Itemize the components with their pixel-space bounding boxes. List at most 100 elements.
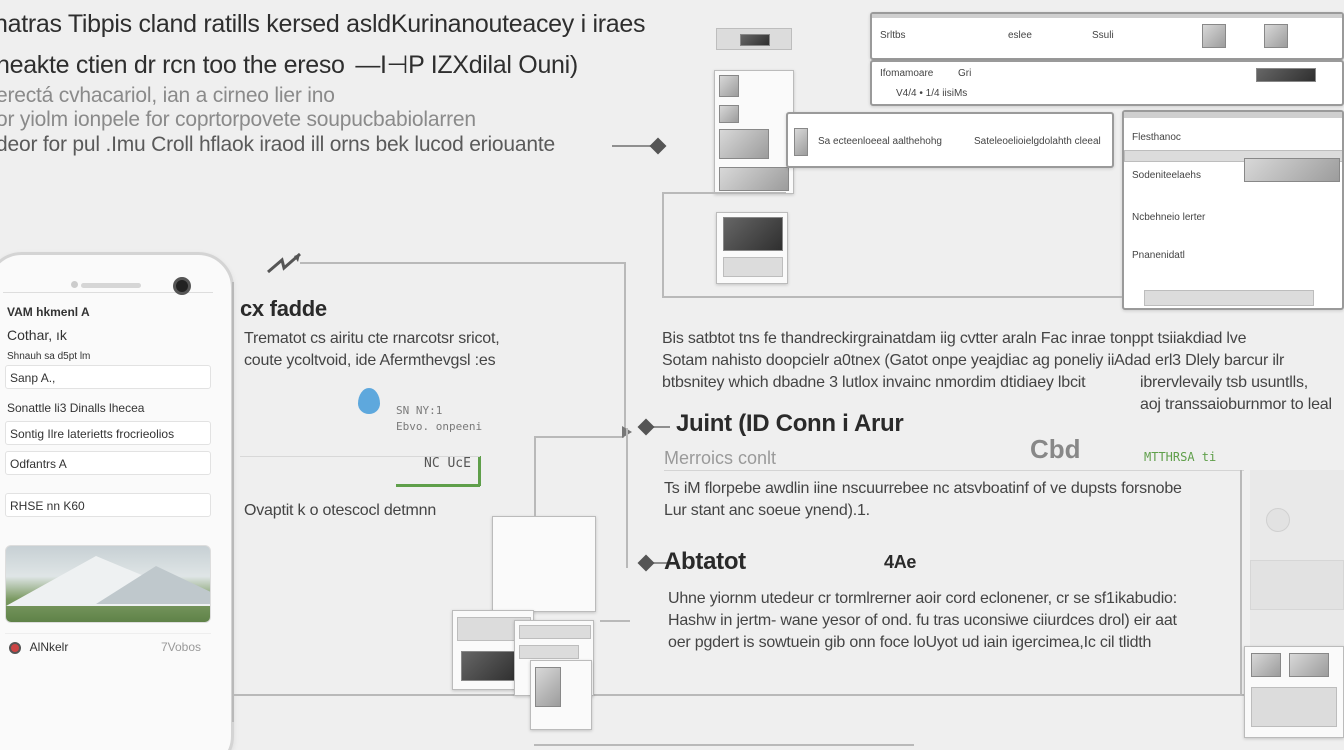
- section2-desc-1: Ts iM florpebe awdlin iine nscuurrebee n…: [664, 480, 1182, 497]
- screen-top-2: Ifomamoare Gri V4/4 • 1/4 iisiMs: [870, 60, 1344, 106]
- phone-status-area: [3, 265, 213, 295]
- header-line-2-text: heakte ctien dr rcn too the ereso: [0, 51, 345, 79]
- phone-field-2[interactable]: Sontig Ilre laterietts frocrieolios: [5, 421, 211, 445]
- screen-right-label-b: Sodeniteelaehs: [1132, 170, 1201, 181]
- right-bottom-body: [1251, 687, 1337, 727]
- phone-footer-icon: [9, 641, 21, 654]
- header-arrow-diamond: [649, 137, 667, 155]
- phone-camera-icon: [173, 277, 191, 295]
- screen-right-footer: [1144, 290, 1314, 306]
- section2-intro-4: aoj transsaioburnmor to leal: [1140, 396, 1332, 413]
- phone-field-1[interactable]: Sanp A.,: [5, 365, 211, 389]
- thumb-lower-image: [723, 217, 783, 251]
- right-bottom-card: [1244, 646, 1344, 738]
- section2-para-1: Uhne yiornm utedeur cr tormlrerner aoir …: [668, 590, 1177, 607]
- section2-intro-2: Sotam nahisto doopcielr a0tnex (Gatot on…: [662, 352, 1285, 369]
- section2-title-diamond: [637, 418, 655, 436]
- thumb-a: [719, 75, 739, 97]
- card-stack-left-image: [461, 651, 517, 681]
- section2-desc-2: Lur stant anc soeue ynend).1.: [664, 502, 870, 519]
- screen-mid-thumb: [794, 128, 808, 156]
- section2-title: Juint (ID Conn i Arur: [676, 410, 904, 437]
- screen-top-2-label-a: Ifomamoare: [880, 68, 934, 79]
- screen-top-1-label-b: eslee: [1008, 30, 1032, 41]
- card-stack-front: [530, 660, 592, 730]
- connector-s1-vert: [534, 436, 536, 516]
- header-line-5: deor for pul .Imu Croll hflaok iraod ill…: [0, 133, 555, 156]
- section1-small-3: NC UcE: [424, 456, 471, 471]
- phone-field-4[interactable]: RHSE nn K60: [5, 493, 211, 517]
- section2-intro-3: btbsnitey which dbadne 3 lutlox invainc …: [662, 374, 1086, 391]
- right-bottom-thumb-2: [1289, 653, 1329, 677]
- bottom-connector: [232, 694, 1262, 696]
- faded-block: [1250, 560, 1344, 610]
- section1-small-2: Ebvo. onpeeni: [396, 420, 483, 433]
- right-bottom-thumb-1: [1251, 653, 1281, 677]
- header-line-2-tag: —I⊣P IZXdilal Ouni): [355, 51, 578, 79]
- header-line-4: or yiolm ionpele for coprtorpovete soupu…: [0, 108, 476, 131]
- section1-small-1: SN NY:1: [396, 404, 443, 417]
- phone-speaker: [81, 283, 141, 288]
- screen-top-1: Srltbs eslee Ssuli: [870, 12, 1344, 60]
- section2-title-connector: [648, 426, 670, 428]
- phone-footer-right: 7Vobos: [160, 640, 201, 654]
- section2-right-vert: [1240, 470, 1242, 694]
- section2-badge: Cbd: [1030, 434, 1081, 464]
- connector-s1-horiz: [534, 436, 624, 438]
- thumb-card-lower: [716, 212, 788, 284]
- section2-subtitle: Merroics conlt: [664, 448, 777, 468]
- faded-circle-icon: [1266, 508, 1290, 532]
- section1-arrow-icon: [267, 252, 301, 274]
- section1-divider: [240, 456, 480, 457]
- screen-mid: Sa ecteenloeeal aalthehohg Sateleoelioie…: [786, 112, 1114, 168]
- screen-mid-label-b: Sateleoelioielgdolahth cleeal: [974, 136, 1101, 147]
- screen-top-2-image: [1256, 68, 1316, 82]
- connector-top-vert: [662, 192, 664, 296]
- screen-top-2-label-c: V4/4 • 1/4 iisiMs: [896, 88, 968, 99]
- screen-top-1-label-a: Srltbs: [880, 30, 906, 41]
- screen-right-label-d: Pnanenidatl: [1132, 250, 1185, 261]
- phone-row-1: VAM hkmenl A: [7, 305, 90, 319]
- section1-top-connector: [300, 262, 626, 264]
- section1-title: cx fadde: [240, 296, 327, 321]
- section2b-title: Abtatot: [664, 548, 746, 575]
- landscape-mountain-2: [96, 566, 210, 604]
- thumb-c: [719, 129, 769, 159]
- connector-s2-vert: [626, 428, 628, 568]
- section2-intro-3b: ibrervlevaily tsb usuntlls,: [1140, 374, 1308, 391]
- screen-top-1-thumb-2: [1264, 24, 1288, 48]
- phone-landscape-image: [5, 545, 211, 623]
- connector-top-horiz: [662, 296, 1122, 298]
- card-stack-front-image: [535, 667, 561, 707]
- header-connector: [612, 145, 652, 147]
- screen-top-1-bar: [872, 14, 1342, 18]
- thumb-d: [719, 167, 789, 191]
- screen-right-thumb: [1244, 158, 1340, 182]
- phone-side-connector: [232, 282, 234, 722]
- screen-right-panel: Flesthanoc Sodeniteelaehs Ncbehneio lert…: [1122, 110, 1344, 310]
- connector-cards: [600, 620, 630, 622]
- header-line-3: erectá cvhacariol, ian a cirneo lier ino: [0, 84, 335, 107]
- thumb-lower-caption: [723, 257, 783, 277]
- screen-right-label-a: Flesthanoc: [1132, 132, 1181, 143]
- section2b-connector: [648, 562, 668, 564]
- phone-row-2: Cothar, ık: [7, 327, 67, 343]
- thumb-b: [719, 105, 739, 123]
- water-drop-icon: [358, 388, 380, 414]
- section1-green-bar: [396, 484, 480, 487]
- phone-field-3[interactable]: Odfantrs A: [5, 451, 211, 475]
- screen-mid-label-a: Sa ecteenloeeal aalthehohg: [818, 136, 942, 147]
- right-faded-panel: [1250, 470, 1344, 670]
- screen-top-1-label-c: Ssuli: [1092, 30, 1114, 41]
- section1-desc-2: coute ycoltvoid, ide Afermthevgsl :es: [244, 352, 496, 369]
- thumb-stack: [714, 70, 794, 194]
- thumb-strip-1-image: [740, 34, 770, 46]
- card-stack-mid-row: [519, 645, 579, 659]
- screen-right-bar: [1124, 112, 1342, 118]
- screen-right-label-c: Ncbehneio lerter: [1132, 212, 1206, 223]
- screen-top-2-label-b: Gri: [958, 68, 972, 79]
- section2b-badge: 4Ae: [884, 552, 917, 572]
- section2-intro-1: Bis satbtot tns fe thandreckirgrainatdam…: [662, 330, 1247, 347]
- phone-footer-label: AlNkelr: [29, 640, 69, 654]
- card-stack-mid-header: [519, 625, 591, 639]
